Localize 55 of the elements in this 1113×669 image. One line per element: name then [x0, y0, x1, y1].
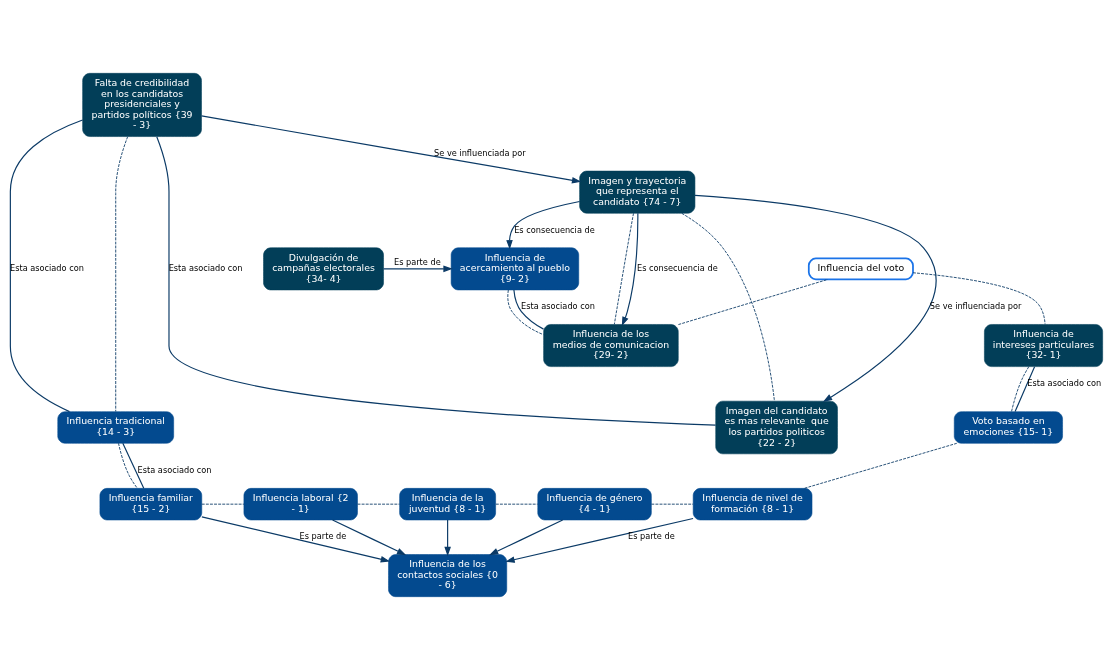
edge-label: Esta asociado con	[521, 300, 595, 311]
node-box: Influencia de los medios de comunicacion {29- 2}	[543, 323, 679, 367]
arrow	[621, 212, 639, 326]
arrow	[201, 515, 391, 562]
node-box: Influencia de acercamiento al pueblo {9- 2}	[450, 247, 580, 290]
connector	[156, 135, 717, 426]
edge-label: Es parte de	[299, 530, 347, 541]
edge-label: Es parte de	[627, 530, 675, 541]
connector	[613, 212, 634, 325]
connector	[201, 503, 245, 505]
arrow	[383, 265, 453, 272]
connector	[115, 135, 129, 412]
edge-label: Se ve influenciada por	[929, 300, 1022, 311]
connector	[650, 503, 694, 505]
edge-label: Esta asociado con	[137, 464, 212, 475]
connector	[9, 118, 84, 412]
edge-label: Es consecuencia de	[514, 224, 595, 235]
node-box: Falta de credibilidad en los candidatos presidenciales y partidos políticos {39 - 3}	[82, 72, 202, 137]
node-box: Influencia de nivel de formación {8 - 1}	[692, 487, 813, 520]
node-box: Influencia familiar {15 - 2}	[99, 487, 203, 520]
node-box: Influencia laboral {2 - 1}	[243, 487, 358, 520]
arrow	[694, 194, 937, 402]
node-box: Influencia de los contactos sociales {0 - 6}	[388, 553, 508, 597]
connector	[513, 288, 545, 330]
node-box: Influencia tradicional {14 - 3}	[57, 410, 174, 444]
arrow	[505, 517, 694, 563]
connector	[1014, 365, 1036, 412]
edge-label: Se ve influenciada por	[434, 147, 526, 158]
edge-label: Esta asociado con	[1027, 377, 1102, 388]
arrow	[506, 200, 581, 249]
node-box: Divulgación de campañas electorales {34- 4}	[263, 247, 384, 290]
arrow	[332, 518, 407, 555]
connector	[803, 442, 958, 489]
arrow	[489, 518, 564, 555]
connector	[507, 289, 544, 335]
node-box: Influencia de género {4 - 1}	[537, 487, 652, 520]
node-box: Influencia de la juventud {8 - 1}	[399, 487, 496, 520]
connector	[681, 212, 775, 402]
connector	[1011, 365, 1030, 412]
arrow	[200, 114, 582, 183]
connector	[118, 442, 138, 489]
node-box: Influencia de intereses particulares {32- 1}	[984, 323, 1103, 367]
edge-label: Es consecuencia de	[637, 262, 718, 273]
connector	[495, 503, 539, 505]
node-box: Imagen del candidato es mas relevante que los partidos politicos {22 - 2}	[715, 400, 838, 454]
node-box: Influencia del voto	[807, 256, 914, 280]
connector	[122, 442, 145, 489]
connector	[357, 503, 400, 505]
node-box: Imagen y trayectoria que representa el candidato {74 - 7}	[579, 170, 696, 214]
edge-label: Esta asociado con	[168, 262, 243, 273]
connector	[912, 271, 1046, 325]
connector	[677, 278, 829, 325]
arrow	[444, 518, 451, 556]
node-box: Voto basado en emociones {15- 1}	[953, 410, 1063, 444]
edge-label: Es parte de	[393, 256, 441, 267]
